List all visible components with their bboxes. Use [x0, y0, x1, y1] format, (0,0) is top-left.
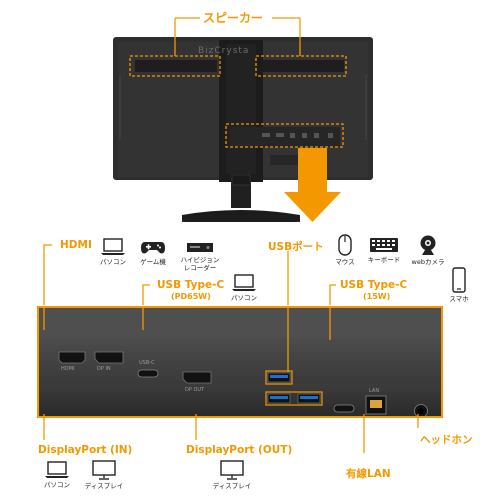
usb-device-webcam-label: webカメラ	[411, 258, 445, 266]
usb-device-mouse: マウス	[330, 234, 360, 266]
usb-device-keyboard: キーボード	[364, 236, 404, 264]
usbc-15-device-smartphone: スマホ	[445, 267, 473, 303]
dp-out-device-display: ディスプレイ	[210, 460, 254, 490]
display-icon	[220, 460, 244, 480]
usbc-15-sub-label: (15W)	[363, 292, 391, 301]
hdmi-device-laptop: パソコン	[96, 238, 130, 266]
hdmi-label: HDMI	[60, 239, 92, 251]
usb-device-mouse-label: マウス	[335, 258, 355, 266]
usb-port-label: USBポート	[268, 241, 324, 253]
dp-in-device-display-label: ディスプレイ	[84, 482, 124, 490]
recorder-icon	[187, 243, 213, 252]
laptop-icon	[232, 274, 256, 291]
smartphone-icon	[452, 267, 466, 293]
headphone-label: ヘッドホン	[420, 434, 473, 446]
lan-label: 有線LAN	[346, 468, 391, 480]
usbc-15-label: USB Type-C	[340, 279, 408, 291]
usbc-pd-device-laptop: パソコン	[226, 274, 262, 302]
dp-in-device-laptop-label: パソコン	[44, 481, 70, 489]
speaker-label: スピーカー	[203, 11, 264, 25]
usbc-pd-label: USB Type-C	[157, 279, 225, 291]
panel-dpin-print: DP IN	[97, 366, 111, 372]
dp-in-device-laptop: パソコン	[40, 461, 74, 489]
panel-lan-print: LAN	[369, 388, 379, 394]
usb-device-webcam: webカメラ	[410, 234, 446, 266]
keyboard-icon	[370, 238, 398, 252]
usb-device-keyboard-label: キーボード	[367, 256, 401, 264]
panel-hdmi-print: HDMI	[61, 366, 74, 372]
hdmi-device-laptop-label: パソコン	[100, 258, 126, 266]
usbc-pd-sub-label: (PD65W)	[171, 292, 211, 301]
mouse-icon	[338, 234, 352, 256]
monitor-back-view	[0, 0, 500, 230]
dp-in-device-display: ディスプレイ	[82, 460, 126, 490]
dp-out-device-display-label: ディスプレイ	[212, 482, 252, 490]
usbc-pd-device-laptop-label: パソコン	[231, 294, 257, 302]
port-panel-closeup: HDMI DP IN USB-C DP OUT LAN	[37, 306, 443, 418]
hdmi-device-gamepad: ゲーム機	[136, 238, 170, 266]
hdmi-device-recorder-label: ハイビジョン レコーダー	[180, 256, 220, 272]
dp-out-label: DisplayPort (OUT)	[186, 444, 293, 456]
hdmi-device-gamepad-label: ゲーム機	[140, 258, 166, 266]
usbc-15-device-smartphone-label: スマホ	[449, 295, 469, 303]
panel-usbc-print: USB-C	[139, 360, 155, 366]
laptop-icon	[101, 238, 125, 255]
monitor-brand-text: BizCrysta	[198, 46, 250, 56]
dp-in-label: DisplayPort (IN)	[38, 444, 133, 456]
panel-dpout-print: DP OUT	[185, 387, 205, 393]
display-icon	[92, 460, 116, 480]
laptop-icon	[45, 461, 69, 478]
webcam-icon	[420, 235, 436, 255]
gamepad-icon	[141, 242, 165, 254]
hdmi-device-recorder: ハイビジョン レコーダー	[178, 238, 222, 272]
